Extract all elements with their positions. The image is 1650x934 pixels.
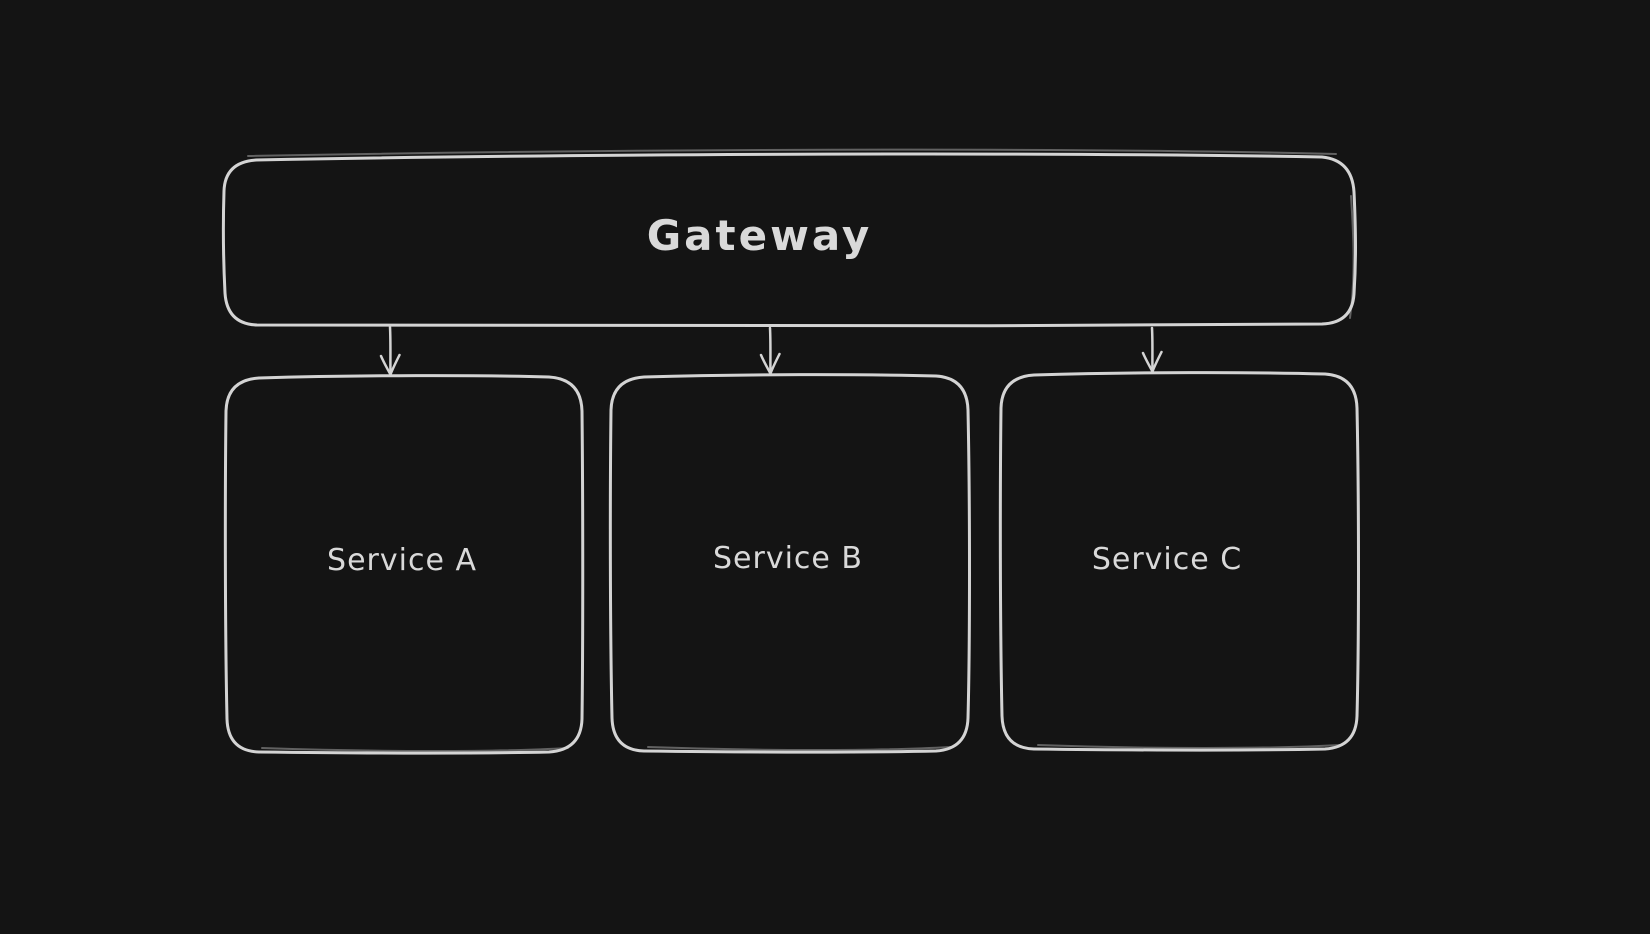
gateway-node[interactable]: Gateway [224,159,1355,326]
gateway-node-shape[interactable] [221,148,1357,328]
gateway-node-label: Gateway [646,211,873,260]
service-c-node-label: Service C [1091,542,1243,577]
service-b-box-sketch-stroke [647,746,951,751]
service-c-box-outline [998,371,1360,752]
service-a-node-label: Service A [327,543,477,578]
edge-a-arrowhead-icon [379,353,401,376]
service-a-node[interactable]: Service A [226,377,582,752]
edge-b-arrowhead-icon [759,352,781,375]
gateway-box-sketch-stroke [247,148,1355,319]
service-b-node-shape[interactable] [608,373,971,754]
edge-c-line [1150,326,1154,373]
service-c-box-sketch-stroke [1037,744,1341,749]
edge-gateway-to-service-c[interactable] [1141,326,1163,373]
edge-gateway-to-service-a[interactable] [379,325,401,376]
service-c-node[interactable]: Service C [1001,374,1357,749]
edge-gateway-to-service-b[interactable] [759,326,781,375]
edge-c-arrowhead-icon [1141,350,1163,373]
service-a-node-shape[interactable] [223,374,585,755]
edge-b-line [768,326,772,375]
service-c-node-shape[interactable] [998,371,1360,752]
service-b-node[interactable]: Service B [611,376,969,751]
service-b-node-label: Service B [713,541,863,576]
service-a-box-sketch-stroke [261,747,569,752]
edge-a-line [388,325,392,376]
service-a-box-outline [223,374,585,755]
service-b-box-outline [608,373,971,754]
gateway-box-outline [221,152,1357,328]
